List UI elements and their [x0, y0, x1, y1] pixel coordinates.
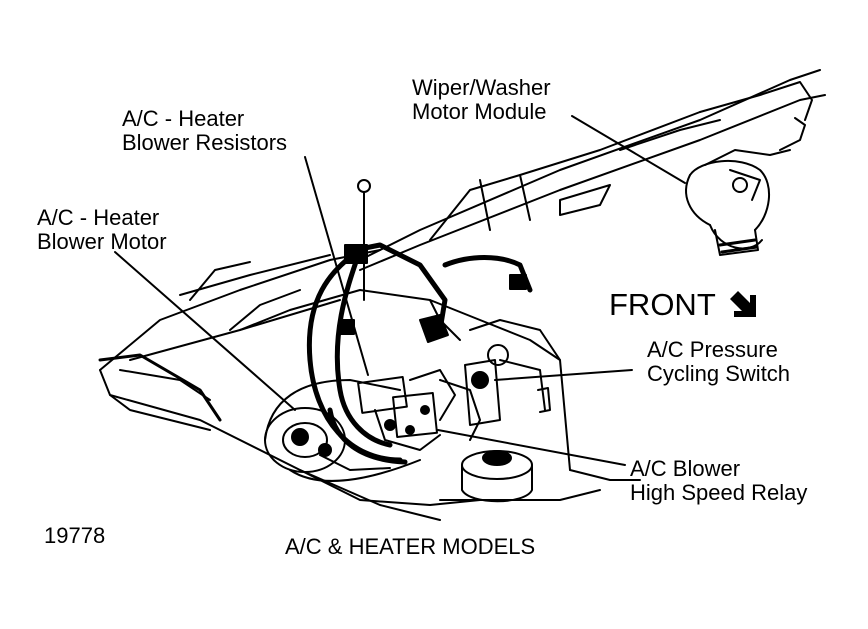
wiring-harness — [306, 242, 533, 465]
leader-resistors — [304, 156, 369, 376]
label-front: FRONT — [609, 287, 756, 322]
firewall-cowl — [359, 69, 826, 271]
hvac-housing — [239, 289, 641, 506]
mounting-screw — [357, 179, 371, 301]
inner-fender — [98, 249, 441, 521]
leader-motor — [114, 251, 296, 411]
label-line: Blower Resistors — [122, 130, 288, 155]
arrow-down-right-icon — [729, 291, 756, 317]
resistor-relay-cluster — [357, 369, 456, 451]
label-blower-motor: A/C - Heater Blower Motor — [37, 206, 167, 254]
label-line: Blower Motor — [37, 229, 167, 254]
label-blower-resistors: A/C - Heater Blower Resistors — [122, 107, 287, 155]
label-line: Cycling Switch — [647, 361, 791, 386]
label-pressure-cycling-switch: A/C Pressure Cycling Switch — [647, 338, 790, 386]
accumulator-base — [439, 450, 601, 503]
label-line: A/C - Heater — [122, 106, 245, 131]
pressure-switch-drawing — [464, 344, 551, 426]
wiper-motor-drawing — [685, 117, 806, 256]
leader-pressure — [494, 369, 633, 381]
label-line: A/C - Heater — [37, 205, 160, 230]
harness-connectors — [339, 244, 527, 343]
figure-number: 19778 — [44, 523, 106, 548]
leader-wiper — [571, 115, 686, 184]
figure-caption: A/C & HEATER MODELS — [285, 534, 536, 559]
label-line: Wiper/Washer — [412, 75, 551, 100]
label-high-speed-relay: A/C Blower High Speed Relay — [630, 457, 807, 505]
leader-relay — [437, 429, 626, 466]
label-line: A/C Blower — [630, 456, 741, 481]
label-line: A/C Pressure — [647, 337, 778, 362]
leader-lines — [114, 115, 686, 466]
label-line: Motor Module — [412, 99, 547, 124]
label-line: High Speed Relay — [630, 480, 808, 505]
label-wiper-washer-motor-module: Wiper/Washer Motor Module — [412, 76, 551, 124]
label-line: FRONT — [609, 287, 716, 322]
